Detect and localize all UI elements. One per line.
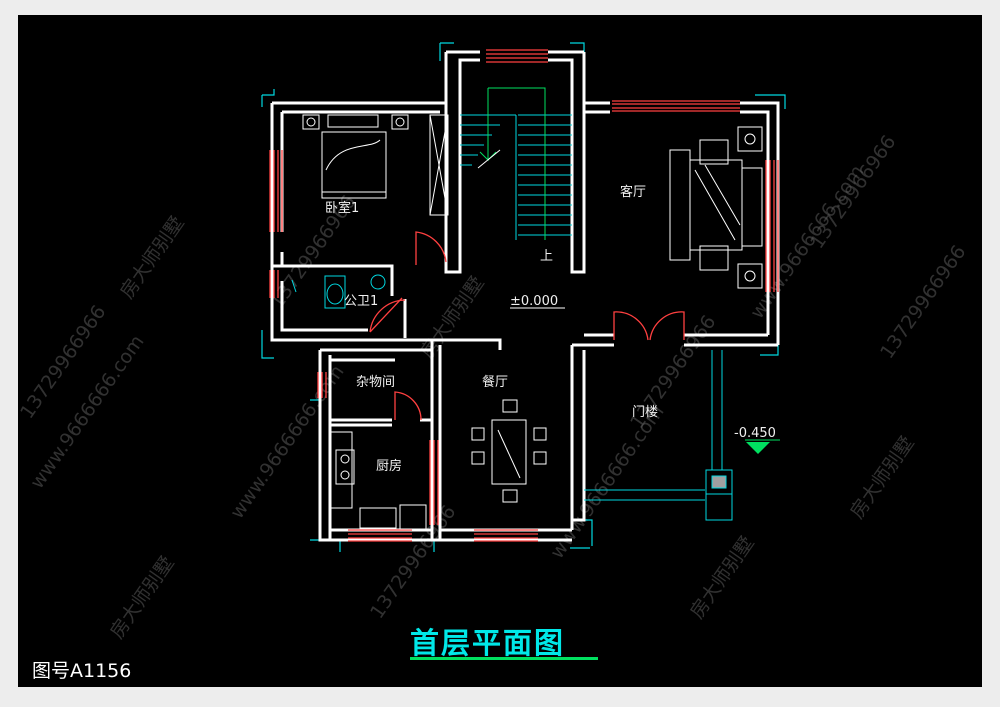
watermark-text: www.9666666.com (26, 331, 149, 493)
doors (369, 231, 685, 421)
room-bathroom: 公卫1 (344, 294, 378, 309)
stair-label: 上 (540, 249, 553, 264)
title-underline (410, 657, 598, 660)
drawing-number: 图号A1156 (32, 660, 132, 682)
porch (584, 350, 733, 521)
room-bedroom: 卧室1 (325, 200, 359, 216)
watermark-text: 13729966966 (806, 131, 900, 253)
floor-level: ±0.000 (510, 294, 558, 309)
bath-fixtures (291, 274, 386, 309)
watermark-text: 13729966966 (876, 241, 970, 363)
drawing-board (18, 15, 982, 687)
room-dining: 餐厅 (482, 374, 508, 390)
room-entrance: 门楼 (632, 405, 658, 420)
watermark-text: 房大师别墅 (116, 212, 189, 302)
stair (460, 87, 572, 240)
watermark-text: 房大师别墅 (106, 552, 179, 642)
room-kitchen: 厨房 (376, 458, 402, 474)
room-storage: 杂物间 (356, 375, 395, 390)
watermark-text: 房大师别墅 (686, 532, 759, 622)
bed (302, 114, 449, 216)
dining-table (471, 399, 547, 503)
kitchen-fixtures (330, 431, 427, 530)
room-living: 客厅 (620, 184, 646, 200)
watermark-text: 房大师别墅 (846, 432, 919, 522)
watermark-text: 13729966966 (366, 501, 460, 623)
level-marker (745, 439, 780, 454)
windows (269, 49, 779, 542)
porch-level: -0.450 (734, 426, 776, 441)
sofa-set (669, 126, 763, 289)
drawing-title: 首层平面图 (410, 626, 566, 660)
